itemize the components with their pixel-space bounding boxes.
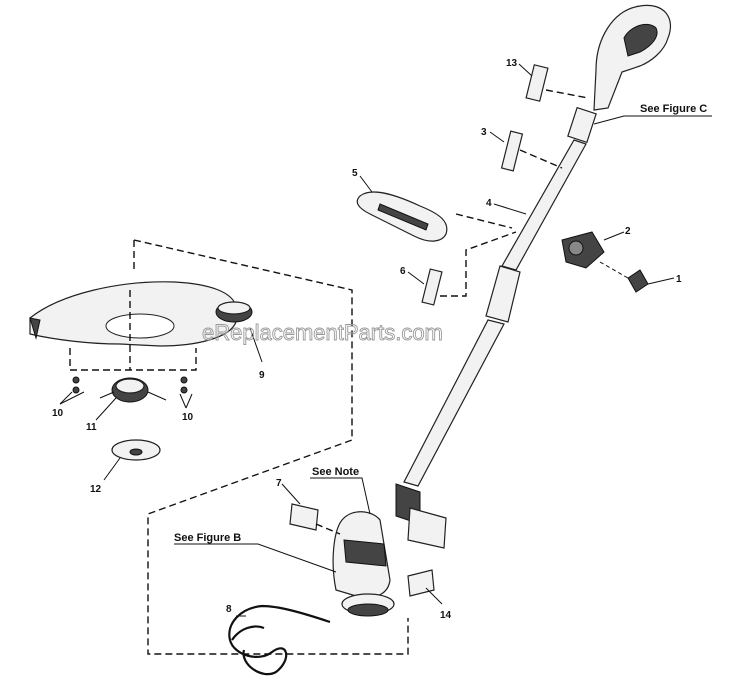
leader-lines (59, 63, 712, 617)
motor-housing (332, 483, 447, 617)
callout-13: 13 (506, 58, 518, 69)
spool-cap (111, 439, 161, 461)
callout-7: 7 (276, 478, 282, 489)
see-figure-b-note: See Figure B (174, 532, 241, 544)
callout-14: 14 (440, 610, 452, 621)
shaft-bracket (561, 231, 605, 269)
guard-screws (72, 376, 188, 394)
callout-6: 6 (400, 266, 406, 277)
callout-10-left: 10 (52, 408, 64, 419)
callout-9: 9 (259, 370, 265, 381)
callout-8: 8 (226, 604, 232, 615)
auxiliary-handle (356, 191, 448, 242)
guard-knob (215, 301, 253, 323)
assembly-lines (69, 89, 589, 655)
see-note: See Note (312, 466, 359, 478)
label-decal-7 (289, 503, 319, 531)
label-decal-13 (525, 64, 549, 102)
callout-3: 3 (481, 127, 487, 138)
see-figure-c-note: See Figure C (640, 103, 707, 115)
callout-2: 2 (625, 226, 631, 237)
callout-11: 11 (86, 422, 97, 433)
callout-1: 1 (676, 274, 682, 285)
callout-10-right: 10 (182, 412, 194, 423)
trimmer-handle (567, 4, 672, 144)
callout-5: 5 (352, 168, 358, 179)
spool-assembly (99, 377, 167, 403)
label-decal-6 (421, 268, 443, 306)
callout-12: 12 (90, 484, 102, 495)
trimmer-shaft (403, 139, 587, 487)
bracket-knob (599, 261, 649, 293)
callout-4: 4 (486, 198, 492, 209)
label-decal-3 (500, 130, 524, 172)
grass-guard (29, 281, 237, 347)
watermark-text: eReplacementParts.com (202, 320, 443, 345)
